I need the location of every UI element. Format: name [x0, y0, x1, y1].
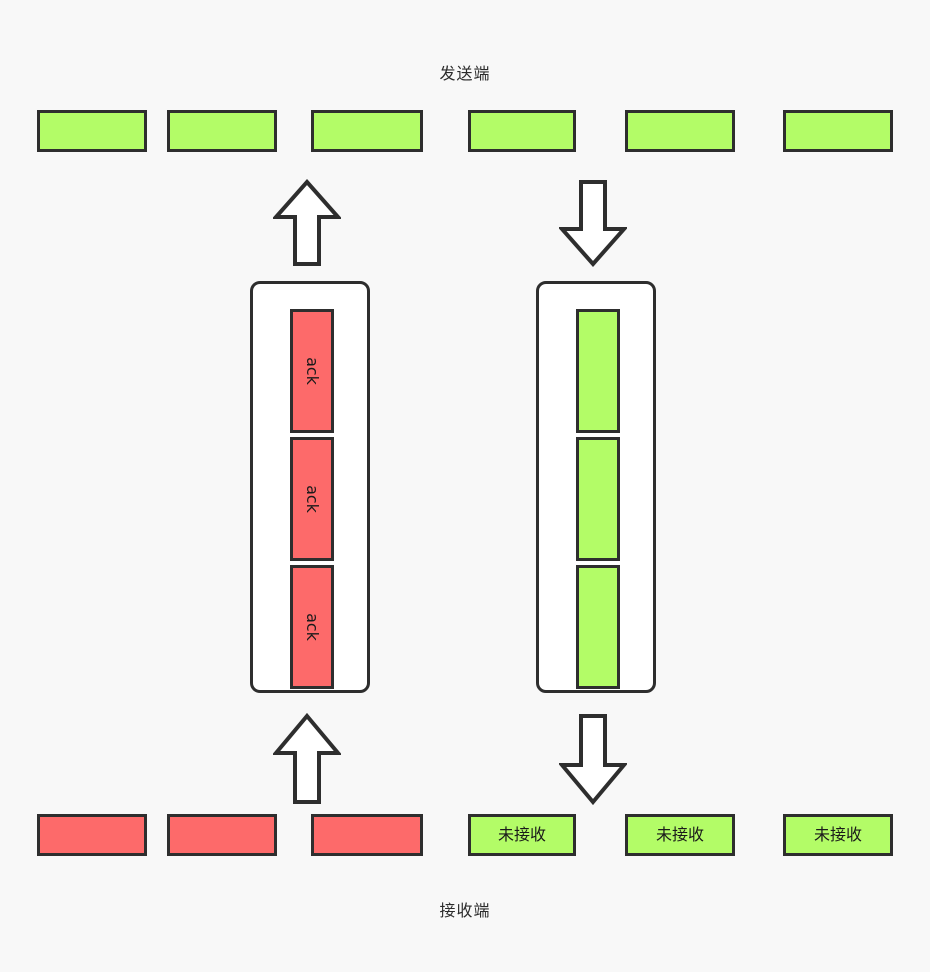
data-channel-buffer	[536, 281, 656, 693]
sender-packet-1[interactable]	[167, 110, 277, 152]
sender-packet-4[interactable]	[625, 110, 735, 152]
data-packet-1[interactable]	[576, 437, 620, 561]
receiver-packet-5[interactable]: 未接收	[783, 814, 893, 856]
receiver-packet-0[interactable]	[37, 814, 147, 856]
receiver-packet-2[interactable]	[311, 814, 423, 856]
arrow-data-down-bottom	[559, 713, 627, 805]
sender-packet-2[interactable]	[311, 110, 423, 152]
sender-packet-3[interactable]	[468, 110, 576, 152]
sender-packet-5[interactable]	[783, 110, 893, 152]
sender-packet-0[interactable]	[37, 110, 147, 152]
receiver-packet-4[interactable]: 未接收	[625, 814, 735, 856]
page-title-receiver: 接收端	[439, 901, 491, 920]
page-title-sender: 发送端	[439, 64, 491, 83]
arrow-ack-up-top	[273, 179, 341, 267]
receiver-packet-4-label: 未接收	[655, 825, 704, 844]
ack-packet-2-label: ack	[303, 613, 322, 641]
ack-channel-buffer: ack ack ack	[250, 281, 370, 693]
receiver-packet-3-label: 未接收	[497, 825, 546, 844]
data-packet-0[interactable]	[576, 309, 620, 433]
data-packet-2[interactable]	[576, 565, 620, 689]
arrow-ack-up-bottom	[273, 713, 341, 805]
ack-packet-1-label: ack	[303, 485, 322, 513]
ack-packet-1[interactable]: ack	[290, 437, 334, 561]
ack-packet-0-label: ack	[303, 357, 322, 385]
receiver-packet-3[interactable]: 未接收	[468, 814, 576, 856]
receiver-packet-1[interactable]	[167, 814, 277, 856]
ack-packet-0[interactable]: ack	[290, 309, 334, 433]
arrow-data-down-top	[559, 179, 627, 267]
ack-packet-2[interactable]: ack	[290, 565, 334, 689]
receiver-packet-5-label: 未接收	[813, 825, 862, 844]
